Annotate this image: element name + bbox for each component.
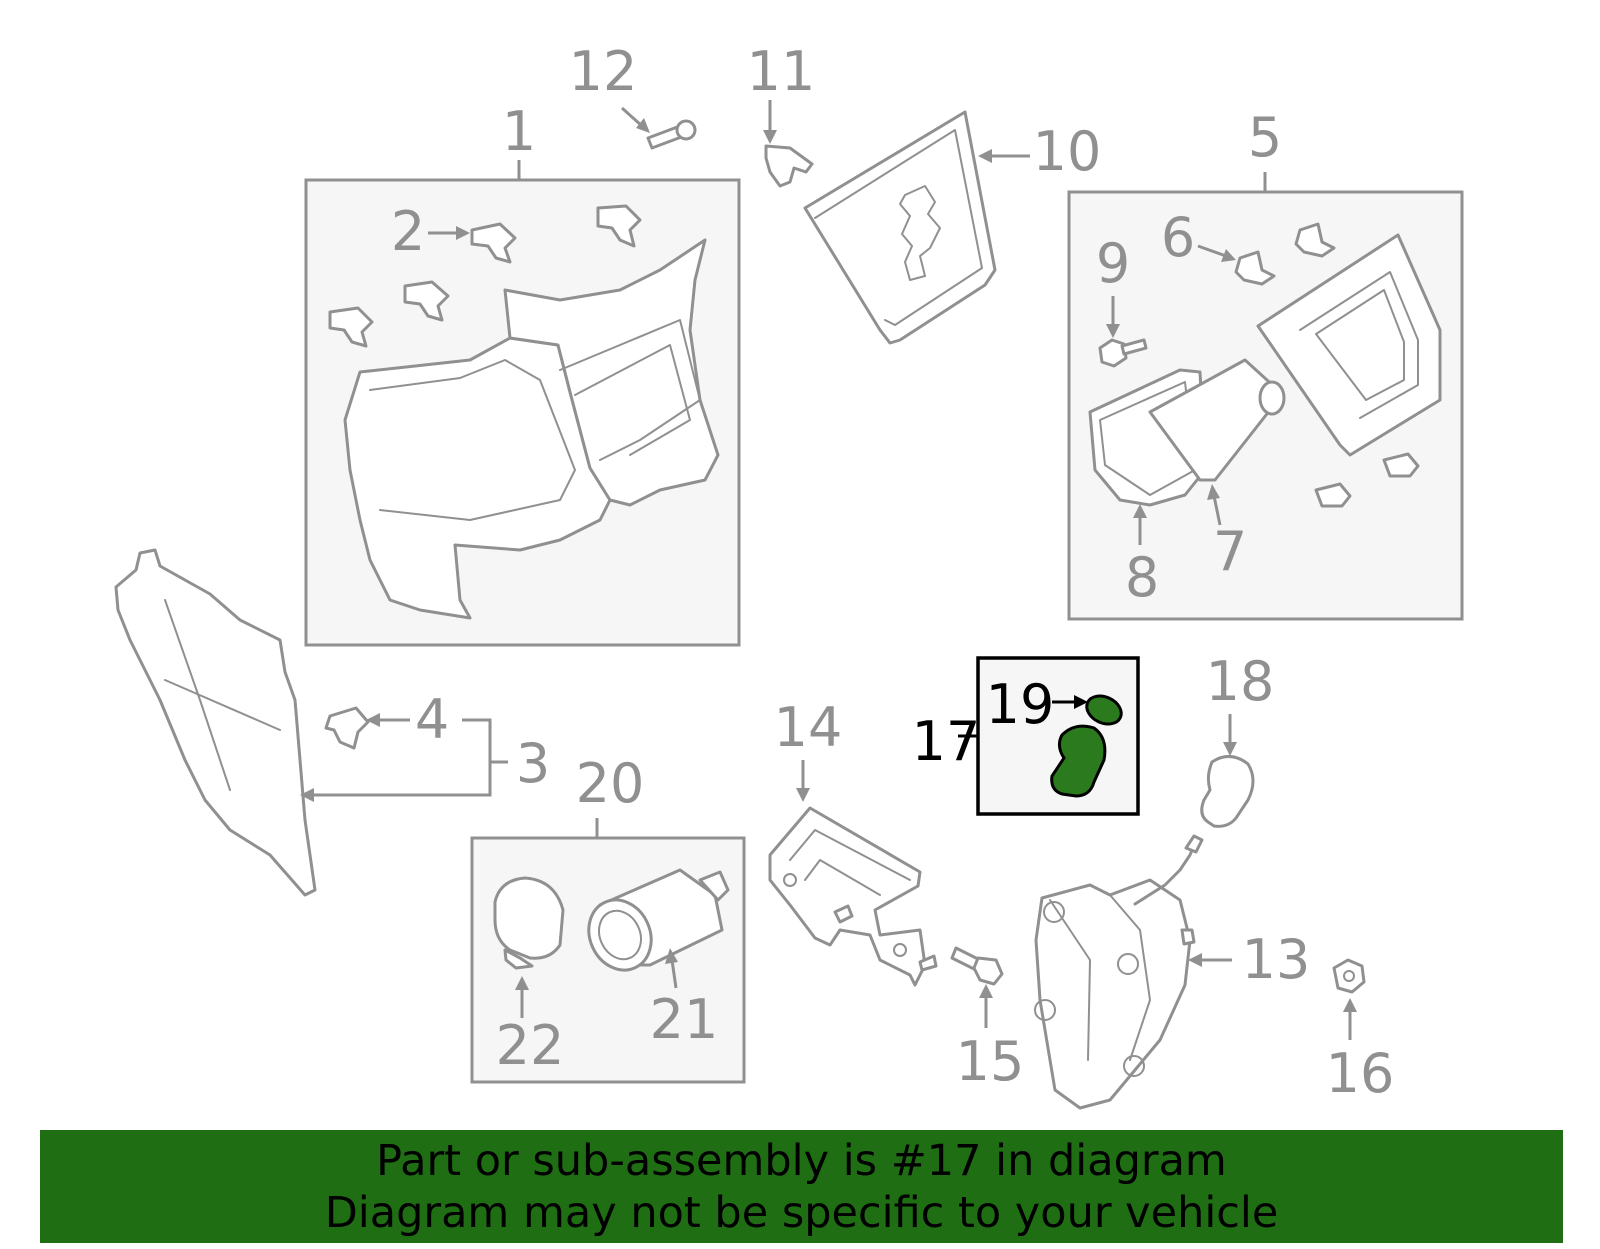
part-group-5[interactable]: 5 6 9 7 8 bbox=[1067, 106, 1464, 621]
callout-2: 2 bbox=[391, 200, 425, 263]
callout-19: 19 bbox=[986, 673, 1055, 736]
callout-4: 4 bbox=[415, 688, 449, 751]
callout-22: 22 bbox=[496, 1014, 565, 1077]
callout-10: 10 bbox=[1033, 120, 1102, 183]
callout-6: 6 bbox=[1161, 206, 1195, 269]
callout-16: 16 bbox=[1326, 1042, 1395, 1105]
callout-9: 9 bbox=[1096, 232, 1130, 295]
part-14-bracket[interactable]: 14 bbox=[768, 696, 938, 987]
clip-2[interactable] bbox=[328, 204, 642, 348]
callout-20: 20 bbox=[576, 752, 645, 815]
callout-21: 21 bbox=[650, 988, 719, 1051]
callout-3: 3 bbox=[516, 732, 550, 795]
part-13-shifter[interactable]: 13 bbox=[1034, 834, 1311, 1110]
callout-15: 15 bbox=[956, 1030, 1025, 1093]
part-16-nut[interactable]: 16 bbox=[1326, 958, 1395, 1105]
shift-knob[interactable] bbox=[1050, 724, 1107, 798]
part-3-side-panel[interactable]: 4 3 bbox=[114, 548, 550, 897]
callout-13: 13 bbox=[1242, 928, 1311, 991]
part-11-clip[interactable]: 11 bbox=[747, 40, 816, 188]
part-15-bolt[interactable]: 15 bbox=[950, 946, 1025, 1093]
knob-cap-19[interactable] bbox=[1082, 691, 1126, 730]
callout-12: 12 bbox=[569, 40, 638, 103]
part-group-1[interactable]: 1 2 bbox=[304, 100, 741, 647]
callout-5: 5 bbox=[1248, 106, 1282, 169]
callout-1: 1 bbox=[502, 100, 536, 163]
part-18-knob[interactable]: 18 bbox=[1200, 650, 1275, 828]
part-10-bezel[interactable]: 10 bbox=[803, 110, 1102, 345]
banner-line-1: Part or sub-assembly is #17 in diagram bbox=[376, 1135, 1227, 1186]
part-group-20[interactable]: 20 22 21 bbox=[470, 752, 746, 1084]
callout-8: 8 bbox=[1125, 546, 1159, 609]
callout-7: 7 bbox=[1213, 520, 1247, 583]
callout-18: 18 bbox=[1206, 650, 1275, 713]
part-12-screw[interactable]: 12 bbox=[569, 40, 697, 150]
part-group-17[interactable]: 17 19 bbox=[912, 656, 1140, 816]
info-banner: Part or sub-assembly is #17 in diagram D… bbox=[40, 1130, 1563, 1243]
callout-14: 14 bbox=[774, 696, 843, 759]
callout-11: 11 bbox=[747, 40, 816, 103]
callout-17: 17 bbox=[912, 710, 981, 773]
banner-line-2: Diagram may not be specific to your vehi… bbox=[324, 1187, 1279, 1238]
